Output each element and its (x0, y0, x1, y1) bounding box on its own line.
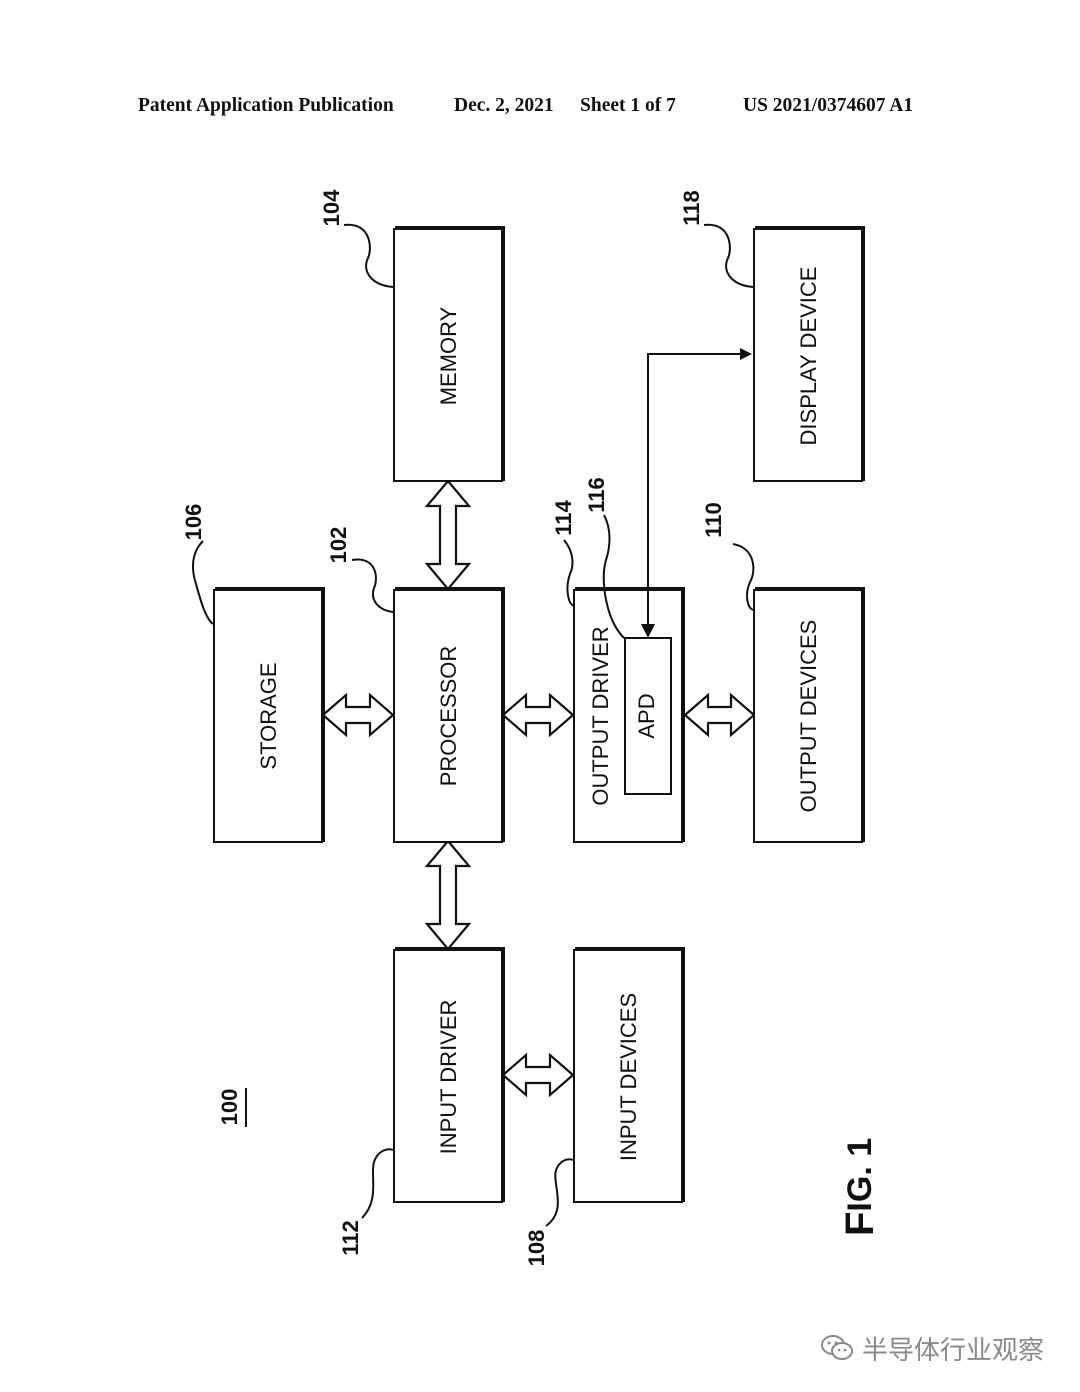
publication-number: US 2021/0374607 A1 (743, 95, 914, 116)
watermark: 半导体行业观察 (820, 1330, 1044, 1366)
lead-108 (545, 1158, 574, 1227)
ref-102: 102 (326, 527, 351, 564)
processor-block: PROCESSOR (393, 587, 505, 843)
input-devices-label: INPUT DEVICES (616, 993, 641, 1161)
lead-104 (343, 223, 394, 288)
memory-label: MEMORY (436, 306, 461, 405)
ref-108: 108 (524, 1230, 549, 1267)
output-devices-label: OUTPUT DEVICES (796, 620, 821, 813)
input-driver-label: INPUT DRIVER (436, 1000, 461, 1155)
ref-116: 116 (584, 477, 609, 513)
apd-arrowhead (641, 624, 655, 638)
storage-block: STORAGE (213, 587, 325, 843)
input-devices-block: INPUT DEVICES (573, 947, 685, 1203)
arrow-memory-processor (424, 479, 472, 591)
svg-text:FIG. 1: FIG. 1 (838, 1138, 882, 1236)
ref-118: 118 (679, 190, 704, 226)
arrow-storage-processor (321, 692, 395, 738)
publication-title: Patent Application Publication (138, 95, 394, 116)
lead-102 (351, 558, 394, 613)
lead-118 (703, 223, 754, 288)
lead-112 (361, 1148, 394, 1219)
lead-116 (602, 514, 625, 639)
caption-rest: IG. 1 (841, 1138, 879, 1212)
system-ref-100: 100 (217, 1089, 242, 1126)
input-driver-block: INPUT DRIVER (393, 947, 505, 1203)
ref-112: 112 (338, 1220, 363, 1256)
memory-block: MEMORY (393, 226, 505, 482)
ref-106: 106 (181, 504, 206, 541)
display-device-block: DISPLAY DEVICE (753, 226, 865, 482)
output-devices-block: OUTPUT DEVICES (753, 587, 865, 843)
figure-caption: FIG. 1 (838, 1138, 882, 1236)
ref-114: 114 (551, 499, 576, 535)
arrow-input-driver-input-devices (501, 1052, 575, 1098)
sheet-number: Sheet 1 of 7 (580, 95, 676, 116)
arrow-output-driver-output-devices (683, 692, 756, 738)
apd-label: APD (634, 693, 659, 738)
arrow-processor-output-driver (501, 692, 575, 738)
caption-prefix: F (838, 1212, 882, 1236)
lead-106 (192, 540, 214, 625)
ref-104: 104 (319, 189, 344, 226)
arrow-processor-input-driver (424, 839, 472, 951)
display-device-label: DISPLAY DEVICE (796, 267, 821, 446)
output-driver-label: OUTPUT DRIVER (588, 626, 613, 805)
apd-block: APD (624, 637, 672, 795)
lead-110 (732, 543, 755, 611)
apd-display-connector (647, 348, 752, 636)
lead-114 (563, 539, 575, 607)
storage-label: STORAGE (256, 662, 281, 769)
publication-date: Dec. 2, 2021 (454, 95, 554, 116)
ref-110: 110 (701, 502, 726, 538)
watermark-text: 半导体行业观察 (862, 1335, 1045, 1366)
processor-label: PROCESSOR (436, 646, 461, 787)
wechat-icon (821, 1335, 853, 1360)
